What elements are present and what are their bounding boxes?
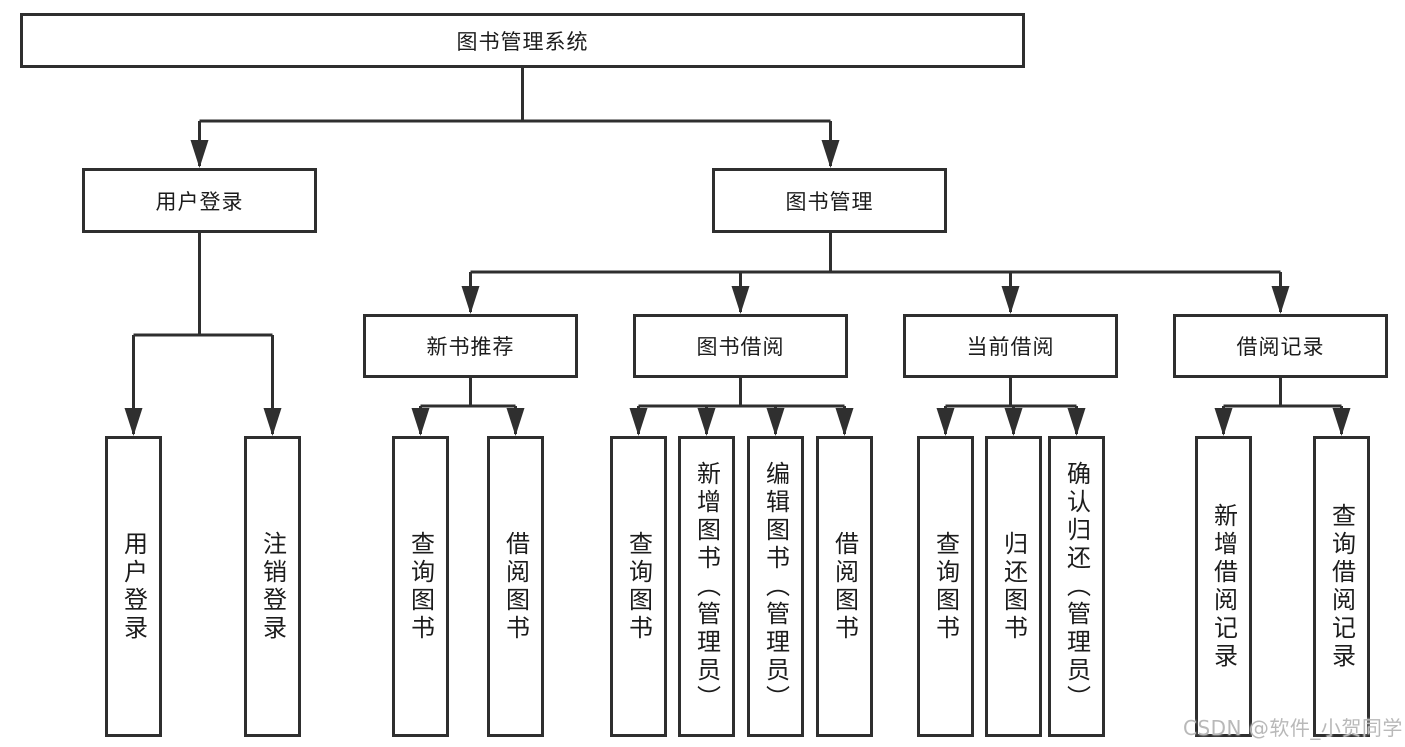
node-borrow-records: 借阅记录 [1173, 314, 1388, 378]
node-label: 用户登录 [119, 530, 148, 643]
node-label: 查询图书 [406, 530, 435, 643]
node-label: 当前借阅 [966, 335, 1055, 359]
node-add-borrow-record: 新增借阅记录 [1195, 436, 1252, 737]
node-label: 借阅图书 [501, 530, 530, 643]
node-label: 用户登录 [155, 189, 244, 214]
node-label: 编辑图书（管理员） [761, 460, 790, 713]
node-query-books-recommend: 查询图书 [392, 436, 449, 737]
node-label: 归还图书 [999, 530, 1028, 643]
node-label: 图书管理系统 [456, 29, 589, 54]
node-book-management: 图书管理 [712, 168, 947, 233]
node-query-books-current: 查询图书 [917, 436, 974, 737]
node-return-books: 归还图书 [985, 436, 1042, 737]
node-label: 图书借阅 [696, 335, 785, 359]
node-label: 查询图书 [931, 530, 960, 643]
node-new-book-recommend: 新书推荐 [363, 314, 578, 378]
node-label: 确认归还（管理员） [1062, 460, 1091, 713]
node-label: 借阅记录 [1236, 335, 1325, 359]
node-label: 新增借阅记录 [1209, 502, 1238, 671]
node-label: 新增图书（管理员） [692, 460, 721, 713]
node-label: 借阅图书 [830, 530, 859, 643]
arrowhead-icons [124, 140, 1351, 436]
csdn-watermark: CSDN @软件_小贺同学 [1183, 716, 1403, 740]
node-edit-books-admin: 编辑图书（管理员） [747, 436, 804, 737]
node-user-login-action: 用户登录 [105, 436, 162, 737]
node-user-login: 用户登录 [82, 168, 317, 233]
node-current-borrow: 当前借阅 [903, 314, 1118, 378]
node-label: 注销登录 [258, 530, 287, 643]
node-borrow-books-recommend: 借阅图书 [487, 436, 544, 737]
node-book-borrow: 图书借阅 [633, 314, 848, 378]
node-label: 查询借阅记录 [1327, 502, 1356, 671]
node-logout: 注销登录 [244, 436, 301, 737]
node-label: 图书管理 [785, 189, 874, 214]
node-label: 新书推荐 [426, 335, 515, 359]
node-library-management-system: 图书管理系统 [20, 13, 1025, 68]
node-label: 查询图书 [624, 530, 653, 643]
node-add-books-admin: 新增图书（管理员） [678, 436, 735, 737]
node-query-books-borrow: 查询图书 [610, 436, 667, 737]
node-query-borrow-record: 查询借阅记录 [1313, 436, 1370, 737]
node-confirm-return-admin: 确认归还（管理员） [1048, 436, 1105, 737]
node-borrow-books: 借阅图书 [816, 436, 873, 737]
